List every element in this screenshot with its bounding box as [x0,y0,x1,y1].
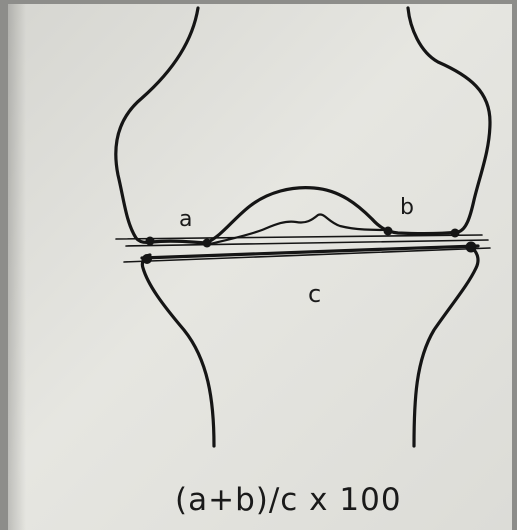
point-marker [451,229,460,238]
point-marker [384,227,393,236]
paper-edge-shadow [8,4,26,530]
point-marker [203,239,212,248]
formula-text: (a+b)/c x 100 [175,482,402,518]
point-marker [142,254,152,264]
point-marker [146,237,155,246]
paper-sheet [8,4,512,530]
label-a: a [179,207,192,232]
label-b: b [400,195,414,220]
point-marker [466,242,477,253]
label-c: c [308,280,321,308]
